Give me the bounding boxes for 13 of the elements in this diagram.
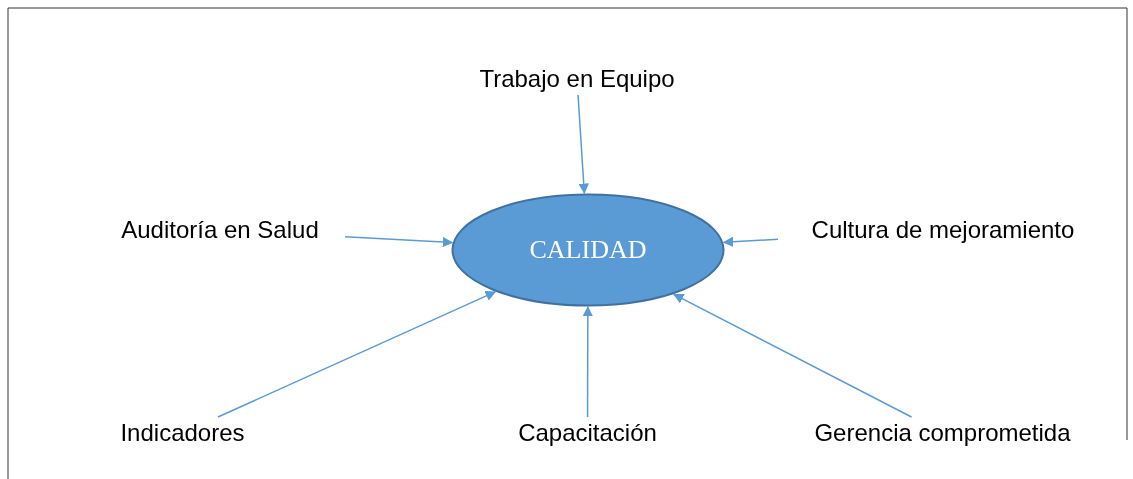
- node-label: Gerencia comprometida: [814, 419, 1071, 447]
- node-label: CALIDAD: [529, 235, 647, 265]
- node-label: Capacitación: [518, 419, 657, 447]
- node-label: Indicadores: [120, 419, 245, 447]
- node-label: Trabajo en Equipo: [479, 65, 675, 93]
- node-label: Cultura de mejoramiento: [811, 216, 1075, 244]
- node-label: Auditoría en Salud: [121, 216, 319, 244]
- arrow: [217, 291, 497, 418]
- arrow: [673, 293, 913, 418]
- arrow: [582, 305, 594, 418]
- arrow: [722, 236, 779, 248]
- arrow: [577, 94, 589, 195]
- arrow: [344, 236, 454, 248]
